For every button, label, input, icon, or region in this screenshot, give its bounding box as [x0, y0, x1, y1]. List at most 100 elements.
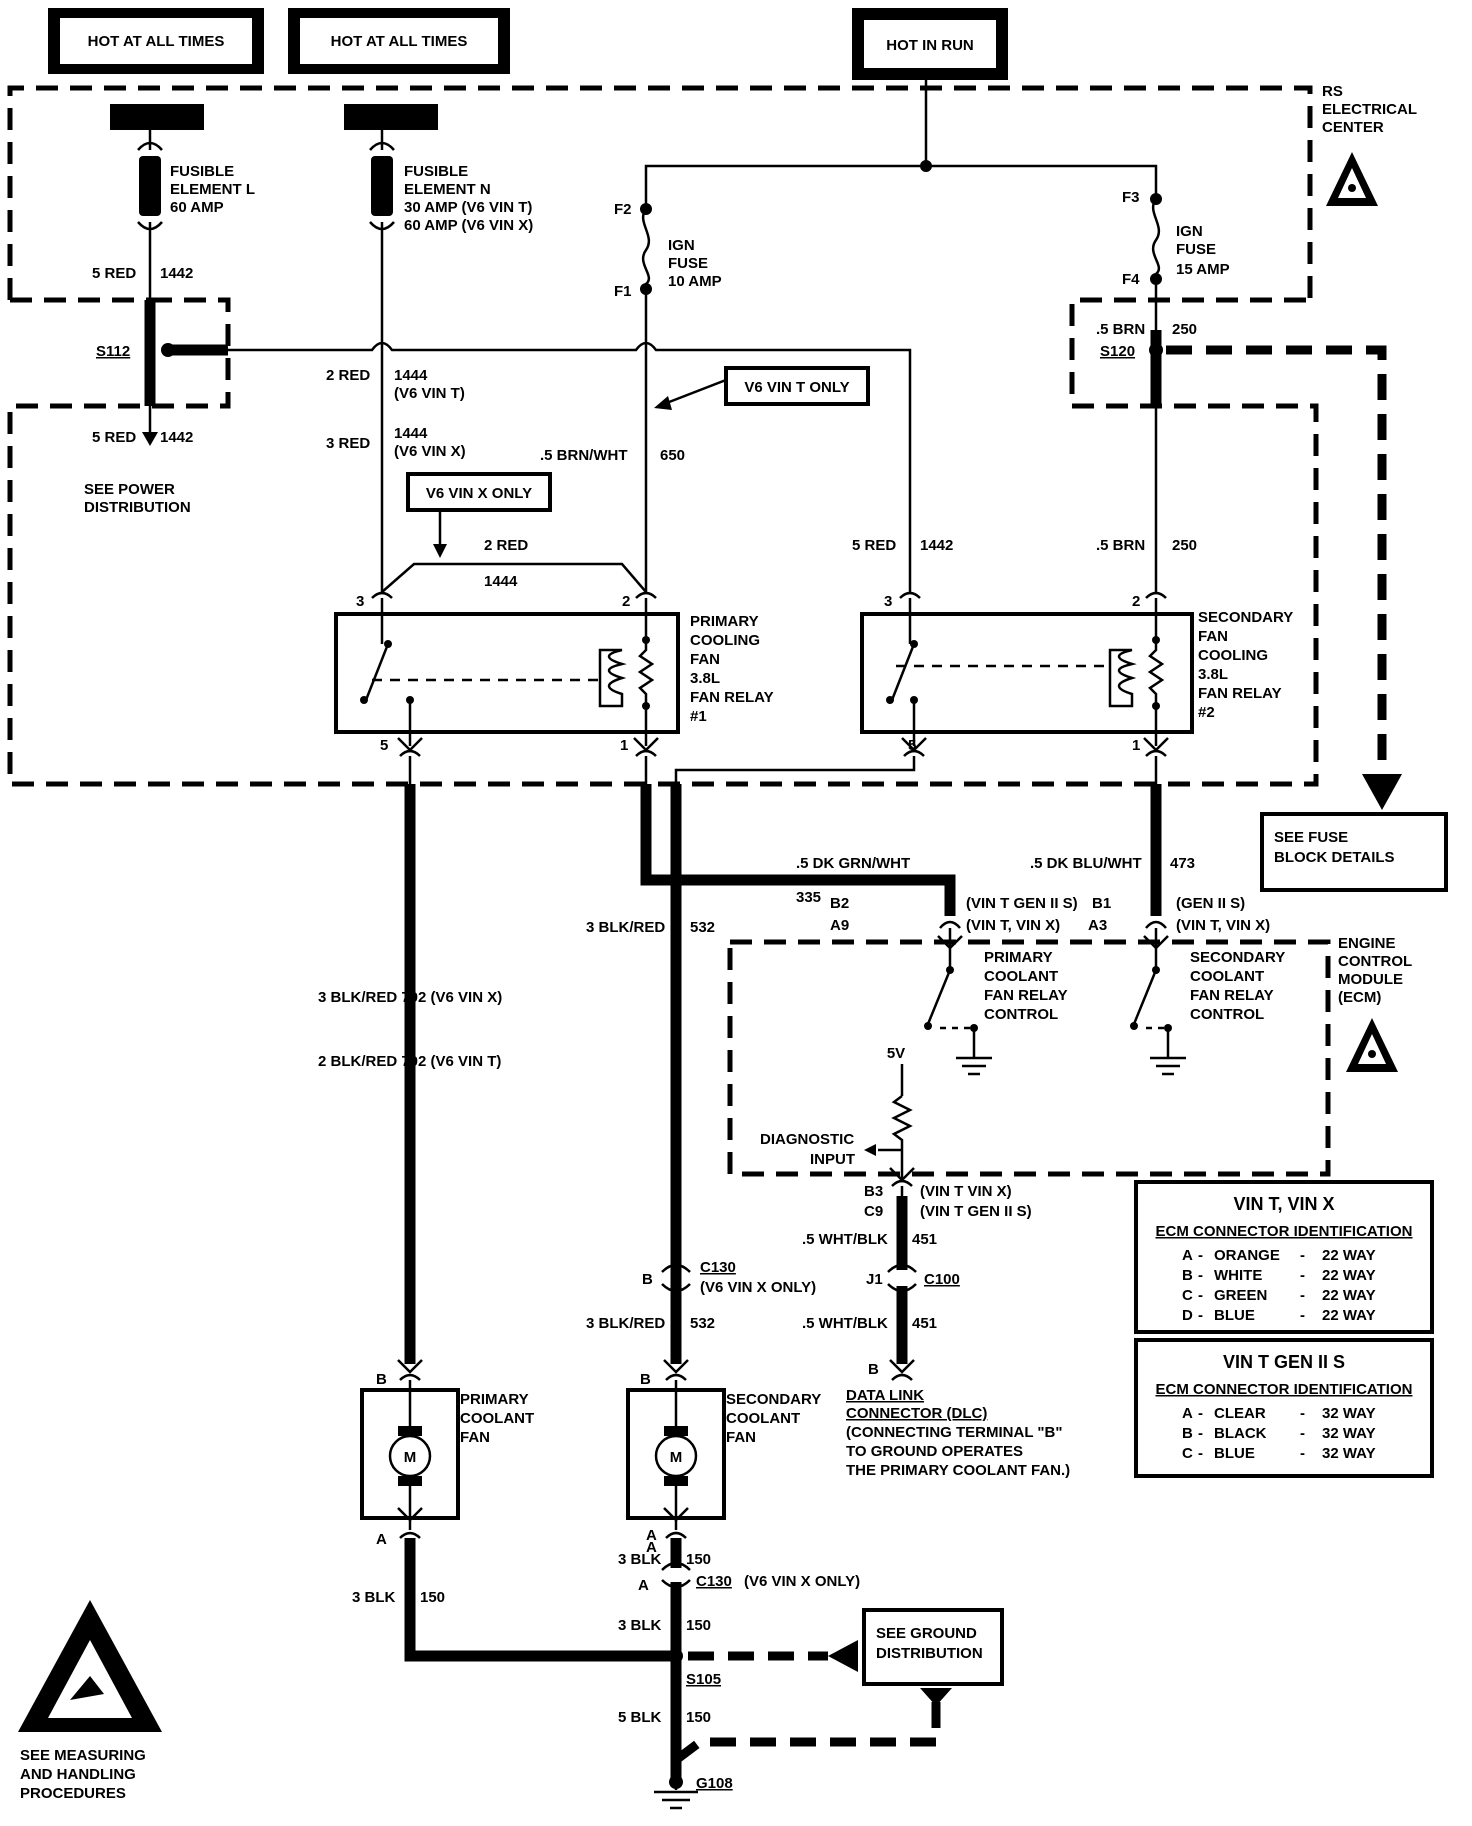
svg-text:-: - [1198, 1445, 1203, 1462]
relay2-pin-5: 5 [908, 737, 916, 754]
hot-at-all-times-box-2: HOT AT ALL TIMES [288, 8, 510, 74]
see-fuse-2: BLOCK DETAILS [1274, 849, 1395, 866]
see-power-2: DISTRIBUTION [84, 499, 191, 516]
hot-label-1: HOT AT ALL TIMES [88, 33, 225, 50]
see-ground-1: SEE GROUND [876, 1625, 977, 1642]
fan2-pin-a2: A [646, 1539, 657, 1556]
splice-s105: S105 [686, 1671, 721, 1688]
row-color: BLUE [1214, 1445, 1255, 1462]
wire-451-a: 451 [912, 1231, 937, 1248]
fan2-pin-b: B [640, 1371, 651, 1388]
fusible-l-3: 60 AMP [170, 199, 224, 216]
ign10-3: 10 AMP [668, 273, 722, 290]
fusible-n-2: ELEMENT N [404, 181, 491, 198]
svg-text:-: - [1300, 1247, 1305, 1264]
wire-532 [670, 756, 916, 1364]
ecm-b1: B1 [1092, 895, 1111, 912]
fan1-label-1: PRIMARY [460, 1391, 529, 1408]
fuse-f3-pin: F3 [1122, 189, 1140, 206]
fusible-element-l [110, 104, 204, 300]
fan2-label-1: SECONDARY [726, 1391, 821, 1408]
table-gen2-title: VIN T GEN II S [1223, 1352, 1345, 1372]
fusible-n-4: 60 AMP (V6 VIN X) [404, 217, 533, 234]
ecm-5v: 5V [887, 1045, 905, 1062]
see-ground-2: DISTRIBUTION [876, 1645, 983, 1662]
c130-b-label: C130 [696, 1573, 732, 1590]
wire-335 [640, 756, 956, 916]
relay2-pin-3: 3 [884, 593, 892, 610]
ecm-primary-2: COOLANT [984, 968, 1058, 985]
see-power-1: SEE POWER [84, 481, 175, 498]
wire-brnwht: .5 BRN/WHT [540, 447, 628, 464]
wire-1444-b: 1444 [484, 573, 518, 590]
relay1-label-1: PRIMARY [690, 613, 759, 630]
wire-1442-c: 1442 [920, 537, 953, 554]
see-fuse-1: SEE FUSE [1274, 829, 1348, 846]
ecm-a3-note: (VIN T, VIN X) [1176, 917, 1270, 934]
wire-3blk-a: 3 BLK [618, 1551, 662, 1568]
wire-5red-b: 5 RED [92, 429, 136, 446]
relay1-label-4: 3.8L [690, 670, 720, 687]
table-vin-tx: VIN T, VIN X ECM CONNECTOR IDENTIFICATIO… [1134, 1180, 1434, 1334]
wire-dkbluwht: .5 DK BLU/WHT [1030, 855, 1142, 872]
svg-text:-: - [1198, 1287, 1203, 1304]
fan1-label-3: FAN [460, 1429, 490, 1446]
relay1-pin-1: 1 [620, 737, 628, 754]
relay1-label-2: COOLING [690, 632, 760, 649]
fuse-f4-pin: F4 [1122, 271, 1140, 288]
fusible-l-1: FUSIBLE [170, 163, 234, 180]
wire-532-a: 532 [690, 919, 715, 936]
row-size: 22 WAY [1322, 1247, 1376, 1264]
wire-dkgrnwht: .5 DK GRN/WHT [796, 855, 910, 872]
c100-pin: J1 [866, 1271, 883, 1288]
vin-t-only-label: V6 VIN T ONLY [744, 379, 849, 396]
table-gen2-subtitle: ECM CONNECTOR IDENTIFICATION [1156, 1381, 1413, 1398]
relay1-pin-2: 2 [622, 593, 630, 610]
dlc-3: (CONNECTING TERMINAL "B" [846, 1424, 1062, 1441]
relay2-label-1: SECONDARY [1198, 609, 1293, 626]
relay2-pin-2: 2 [1132, 593, 1140, 610]
ecm-boundary [727, 939, 1331, 1177]
row-color: GREEN [1214, 1287, 1267, 1304]
relay1-pin-3: 3 [356, 593, 364, 610]
ecm-a3: A3 [1088, 917, 1107, 934]
table-row: C - GREEN - 22 WAY [1182, 1287, 1376, 1304]
ign15-3: 15 AMP [1176, 261, 1230, 278]
wire-5red-a: 5 RED [92, 265, 136, 282]
hot-label-2: HOT AT ALL TIMES [331, 33, 468, 50]
c130-b-note: (V6 VIN X ONLY) [744, 1573, 860, 1590]
row-pin: B [1182, 1425, 1193, 1442]
table-row: A - ORANGE - 22 WAY [1182, 1247, 1376, 1264]
c130-a-note: (V6 VIN X ONLY) [700, 1279, 816, 1296]
primary-fan-motor-icon: M [404, 1449, 417, 1466]
c130-b-pin: A [638, 1577, 649, 1594]
measuring-3: PROCEDURES [20, 1785, 126, 1802]
wire-1444-x-1: 1444 [394, 425, 428, 442]
wire-3red: 3 RED [326, 435, 370, 452]
dlc-1: DATA LINK [846, 1387, 924, 1404]
table-row: D - BLUE - 22 WAY [1182, 1307, 1376, 1324]
ign15-1: IGN [1176, 223, 1203, 240]
row-pin: B [1182, 1267, 1193, 1284]
row-size: 32 WAY [1322, 1425, 1376, 1442]
wire-150-c: 150 [686, 1617, 711, 1634]
svg-text:-: - [1198, 1405, 1203, 1422]
relay1-label-3: FAN [690, 651, 720, 668]
wire-1444 [380, 330, 648, 593]
table-row: A - CLEAR - 32 WAY [1182, 1405, 1376, 1422]
dlc-pin: B [868, 1361, 879, 1378]
ecm-diag-1: DIAGNOSTIC [760, 1131, 854, 1148]
row-size: 32 WAY [1322, 1445, 1376, 1462]
relay2-label-5: FAN RELAY [1198, 685, 1282, 702]
ign10-2: FUSE [668, 255, 708, 272]
dlc-2: CONNECTOR (DLC) [846, 1405, 987, 1422]
fan2-pin-a: A [646, 1527, 657, 1544]
wire-5red-c: 5 RED [852, 537, 896, 554]
relay2-pin-1: 1 [1132, 737, 1140, 754]
ecm-c9-note: (VIN T GEN II S) [920, 1203, 1032, 1220]
esd-warning-icon [1326, 152, 1378, 206]
ecm-b2-note: (VIN T GEN II S) [966, 895, 1078, 912]
svg-text:-: - [1300, 1405, 1305, 1422]
